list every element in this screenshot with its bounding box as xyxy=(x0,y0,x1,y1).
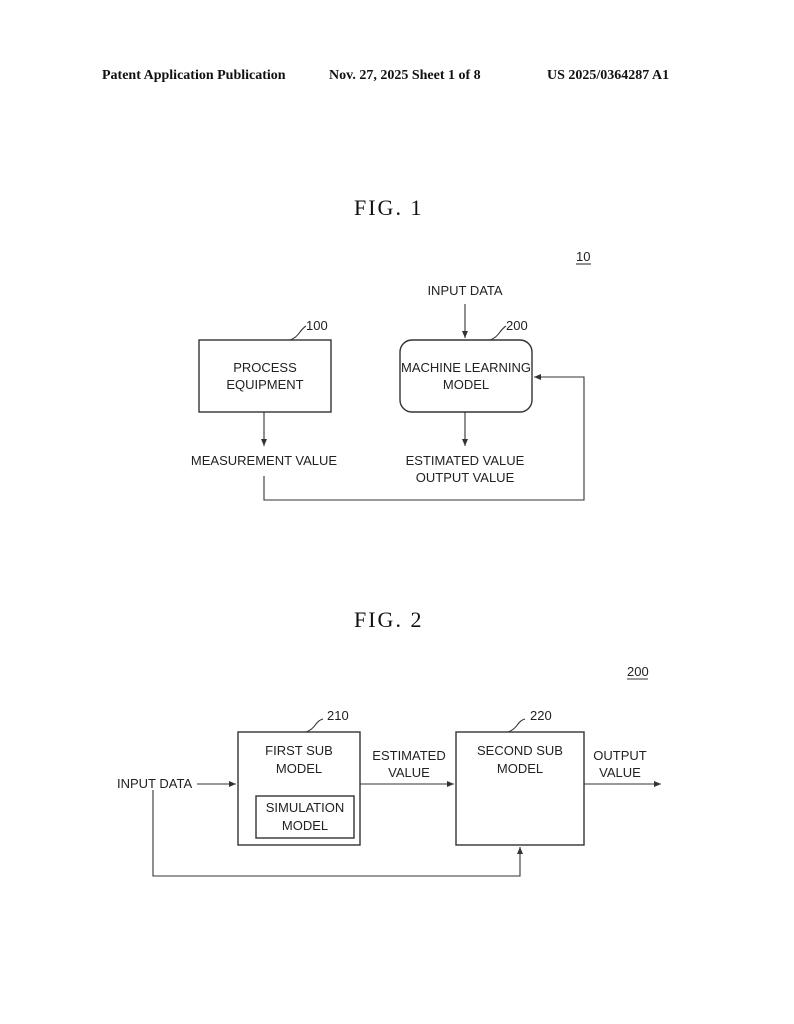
measurement-label: MEASUREMENT VALUE xyxy=(191,453,337,468)
est-label-2: VALUE xyxy=(388,765,430,780)
ml-ref: 200 xyxy=(506,318,528,333)
bypass-arrow xyxy=(152,790,523,877)
ml-model-box xyxy=(399,339,533,413)
first-sub-model-box xyxy=(237,731,361,846)
out-label-1: OUTPUT xyxy=(593,748,647,763)
ml-label-1: MACHINE LEARNING xyxy=(401,360,531,375)
fig2-input-label: INPUT DATA xyxy=(117,776,192,791)
est-label-1: ESTIMATED xyxy=(372,748,445,763)
process-label-1: PROCESS xyxy=(233,360,297,375)
output-label: OUTPUT VALUE xyxy=(416,470,515,485)
fig1-diagram: 10 INPUT DATA 100 PROCESS EQUIPMENT 200 … xyxy=(191,249,591,501)
fig2-ref: 200 xyxy=(627,664,649,679)
second-ref-leader xyxy=(507,718,526,733)
process-equipment-box xyxy=(198,339,332,413)
process-ref-leader xyxy=(289,325,307,341)
out-label-2: VALUE xyxy=(599,765,641,780)
fig2-title: FIG. 2 xyxy=(354,607,424,632)
ml-label-2: MODEL xyxy=(443,377,489,392)
second-sub-model-box xyxy=(455,731,585,846)
first-label-1: FIRST SUB xyxy=(265,743,333,758)
estimated-label: ESTIMATED VALUE xyxy=(406,453,525,468)
second-label-1: SECOND SUB xyxy=(477,743,563,758)
simulation-model-box xyxy=(255,795,355,839)
feedback-arrow xyxy=(263,374,585,501)
first-label-2: MODEL xyxy=(276,761,322,776)
sim-label-1: SIMULATION xyxy=(266,800,345,815)
process-label-2: EQUIPMENT xyxy=(226,377,303,392)
header-patent-number: US 2025/0364287 A1 xyxy=(547,68,670,83)
header-date-sheet: Nov. 27, 2025 Sheet 1 of 8 xyxy=(329,68,481,83)
fig2-diagram: 200 INPUT DATA 210 FIRST SUB MODEL SIMUL… xyxy=(117,664,661,877)
ml-ref-leader xyxy=(489,325,507,341)
header-publication: Patent Application Publication xyxy=(102,68,286,83)
fig1-input-label: INPUT DATA xyxy=(427,283,502,298)
fig1-ref: 10 xyxy=(576,249,590,264)
second-ref: 220 xyxy=(530,708,552,723)
sim-label-2: MODEL xyxy=(282,818,328,833)
second-label-2: MODEL xyxy=(497,761,543,776)
first-ref-leader xyxy=(305,718,324,733)
fig1-title: FIG. 1 xyxy=(354,195,424,220)
process-ref: 100 xyxy=(306,318,328,333)
first-ref: 210 xyxy=(327,708,349,723)
